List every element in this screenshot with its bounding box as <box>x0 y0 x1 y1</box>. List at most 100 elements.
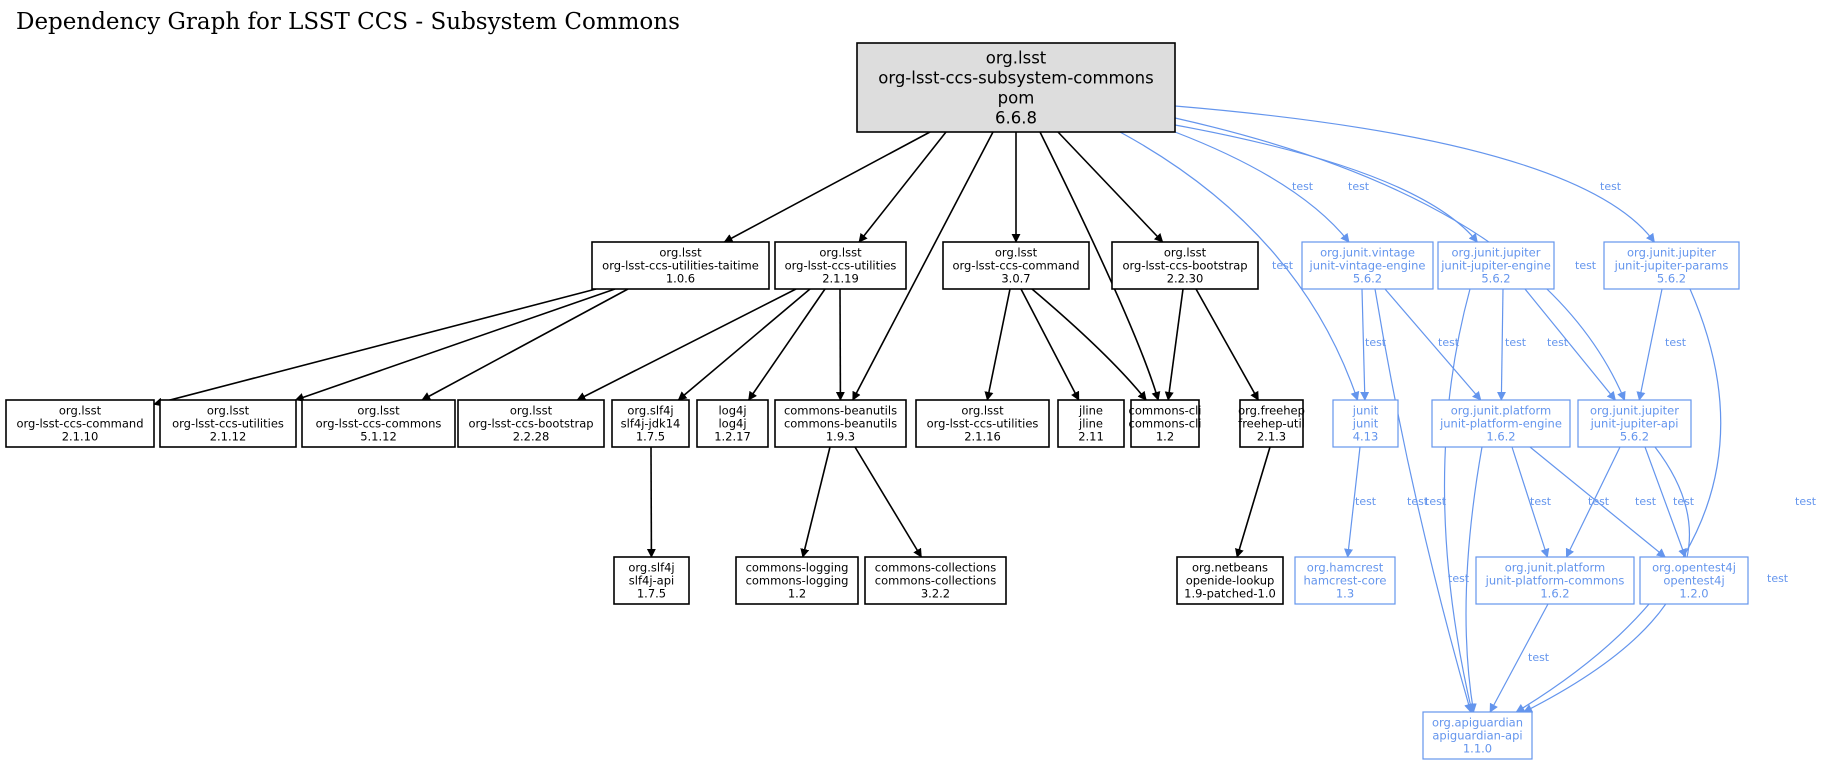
node-line-utilities2112-1: org-lsst-ccs-utilities <box>172 417 284 431</box>
node-line-beanutils-0: commons-beanutils <box>784 404 897 418</box>
node-box-slf4jJdk <box>611 399 690 448</box>
node-platformEngine[interactable]: org.junit.platformjunit-platform-engine1… <box>1431 399 1571 448</box>
edge-label-root-to-jupiterParams: test <box>1600 180 1622 193</box>
edge-vintage-to-platformEngine <box>1384 288 1482 401</box>
edge-jupiterEngine-to-jupiterApi <box>1524 288 1616 401</box>
edge-label-junit-to-hamcrest: test <box>1355 495 1377 508</box>
node-jupiterParams[interactable]: org.junit.jupiterjunit-jupiter-params5.6… <box>1603 241 1740 290</box>
node-line-cli-1: commons-cli <box>1129 417 1202 431</box>
node-line-beanutils-2: 1.9.3 <box>826 430 855 444</box>
edge-label-vintage-to-apiguardian: test <box>1407 495 1429 508</box>
node-line-hamcrest-2: 1.3 <box>1336 587 1354 601</box>
node-line-commons5112-2: 5.1.12 <box>360 430 397 444</box>
node-line-freehep-0: org.freehep <box>1238 404 1305 418</box>
node-line-bootstrap2228-2: 2.2.28 <box>513 430 550 444</box>
node-collections[interactable]: commons-collectionscommons-collections3.… <box>864 556 1007 605</box>
node-root[interactable]: org.lsstorg-lsst-ccs-subsystem-commonspo… <box>856 42 1176 133</box>
node-line-utilities2112-2: 2.1.12 <box>210 430 247 444</box>
edge-root-to-jupiterParams <box>1174 105 1655 243</box>
node-line-utilities2116-0: org.lsst <box>961 404 1004 418</box>
node-box-utilities2116 <box>915 399 1050 448</box>
node-box-beanutils <box>774 399 907 448</box>
node-line-opentest4j-2: 1.2.0 <box>1679 587 1708 601</box>
edge-label-platformEngine-to-apiguardian: test <box>1448 572 1470 585</box>
edge-vintage-to-junit <box>1360 288 1370 401</box>
node-line-beanutils-1: commons-beanutils <box>784 417 897 431</box>
edge-label-jupiterEngine-to-apiguardian: test <box>1425 495 1447 508</box>
node-taitime[interactable]: org.lsstorg-lsst-ccs-utilities-taitime1.… <box>591 241 770 290</box>
node-line-platformCommons-1: junit-platform-commons <box>1485 574 1625 588</box>
nodes-layer: org.lsstorg-lsst-ccs-subsystem-commonspo… <box>5 42 1749 760</box>
node-box-cli <box>1130 399 1200 448</box>
edge-platformCommons-to-apiguardian <box>1489 603 1549 713</box>
node-line-opentest4j-0: org.opentest4j <box>1652 561 1736 575</box>
node-line-openide-1: openide-lookup <box>1186 574 1275 588</box>
edge-root-to-jupiterEngine <box>1174 124 1478 243</box>
node-openide[interactable]: org.netbeansopenide-lookup1.9-patched-1.… <box>1176 556 1284 605</box>
node-line-platformCommons-0: org.junit.platform <box>1505 561 1606 575</box>
node-box-jline <box>1057 399 1125 448</box>
graph-title: Dependency Graph for LSST CCS - Subsyste… <box>16 9 680 35</box>
node-line-jupiterApi-2: 5.6.2 <box>1620 430 1649 444</box>
edge-root-to-utilities2119 <box>858 131 947 243</box>
node-platformCommons[interactable]: org.junit.platformjunit-platform-commons… <box>1475 556 1635 605</box>
node-line-utilities2112-0: org.lsst <box>207 404 250 418</box>
node-line-command2110-2: 2.1.10 <box>62 430 99 444</box>
node-line-cli-2: 1.2 <box>1156 430 1174 444</box>
node-box-freehep <box>1239 399 1304 448</box>
edge-jupiterApi-to-opentest4j <box>1644 446 1687 558</box>
node-box-utilities2112 <box>159 399 297 448</box>
edge-jupiterEngine-to-platformEngine <box>1496 288 1506 401</box>
edge-label-platformCommons-to-apiguardian: test <box>1528 651 1550 664</box>
node-line-root-2: pom <box>998 89 1035 108</box>
node-line-platformEngine-2: 1.6.2 <box>1486 430 1515 444</box>
node-line-slf4jJdk-2: 1.7.5 <box>636 430 665 444</box>
node-line-cli-0: commons-cli <box>1129 404 1202 418</box>
node-line-platformCommons-2: 1.6.2 <box>1540 587 1569 601</box>
edge-root-to-taitime <box>723 131 931 243</box>
edge-jupiterParams-to-jupiterApi <box>1636 288 1663 401</box>
node-box-platformEngine <box>1431 399 1571 448</box>
node-line-root-3: 6.6.8 <box>995 109 1037 128</box>
edge-command307-to-utilities2116 <box>984 288 1011 401</box>
node-box-jupiterEngine <box>1437 241 1555 290</box>
node-jupiterEngine[interactable]: org.junit.jupiterjunit-jupiter-engine5.6… <box>1437 241 1555 290</box>
node-vintage[interactable]: org.junit.vintagejunit-vintage-engine5.6… <box>1301 241 1434 290</box>
node-line-taitime-0: org.lsst <box>659 246 702 260</box>
node-line-utilities2119-0: org.lsst <box>819 246 862 260</box>
edge-label-root-to-vintage: test <box>1292 180 1314 193</box>
edge-utilities2119-to-log4j <box>748 288 826 401</box>
edge-root-to-junit <box>1119 131 1360 401</box>
node-line-apiguardian-0: org.apiguardian <box>1432 716 1523 730</box>
edge-jupiterParams-to-apiguardian <box>1515 288 1722 713</box>
node-line-logging-1: commons-logging <box>746 574 849 588</box>
node-line-vintage-1: junit-vintage-engine <box>1309 259 1426 273</box>
node-box-jupiterParams <box>1603 241 1740 290</box>
node-box-taitime <box>591 241 770 290</box>
node-line-jupiterParams-1: junit-jupiter-params <box>1614 259 1729 273</box>
edge-platformEngine-to-apiguardian <box>1465 446 1483 713</box>
node-line-slf4jApi-1: slf4j-api <box>629 574 674 588</box>
node-line-bootstrap2228-1: org-lsst-ccs-bootstrap <box>468 417 593 431</box>
